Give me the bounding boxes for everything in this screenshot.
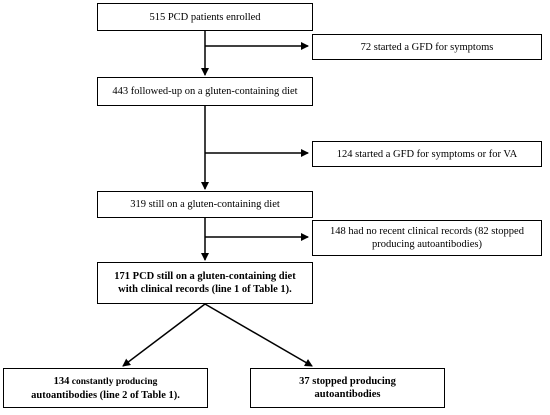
box-gfd-symptoms-text: 72 started a GFD for symptoms — [360, 41, 494, 53]
box-followed-up: 443 followed-up on a gluten-containing d… — [97, 77, 313, 106]
box-constant-line2: autoantibodies (line 2 of Table 1). — [31, 389, 180, 401]
box-with-records: 171 PCD still on a gluten-containing die… — [97, 262, 313, 304]
arrow-to-constant — [122, 303, 206, 367]
box-constant-line1: 134 constantly producing — [54, 375, 158, 389]
box-enrolled-text: 515 PCD patients enrolled — [149, 11, 261, 23]
box-enrolled: 515 PCD patients enrolled — [97, 3, 313, 31]
box-with-records-line1: 171 PCD still on a gluten-containing die… — [114, 271, 296, 282]
box-gfd-symptoms: 72 started a GFD for symptoms — [312, 34, 542, 60]
arrow-to-stopped — [204, 303, 313, 367]
box-stopped-line1: 37 stopped producing — [299, 376, 396, 387]
box-no-records: 148 had no recent clinical records (82 s… — [312, 220, 542, 256]
box-no-records-line1: 148 had no recent clinical records (82 s… — [330, 226, 524, 237]
box-with-records-line2: with clinical records (line 1 of Table 1… — [118, 284, 292, 295]
box-constant: 134 constantly producing autoantibodies … — [3, 368, 208, 408]
box-no-records-line2: producing autoantibodies) — [372, 239, 482, 250]
box-followed-up-text: 443 followed-up on a gluten-containing d… — [112, 86, 298, 97]
box-gfd-symptoms-va-text: 124 started a GFD for symptoms or for VA — [336, 148, 518, 160]
box-stopped: 37 stopped producing autoantibodies — [250, 368, 445, 408]
box-constant-count: 134 — [53, 375, 70, 387]
box-still-gluten: 319 still on a gluten-containing diet — [97, 191, 313, 218]
box-stopped-line2: autoantibodies — [314, 389, 381, 400]
box-still-gluten-text: 319 still on a gluten-containing diet — [130, 199, 280, 210]
box-constant-line1-text: constantly producing — [69, 376, 158, 387]
box-gfd-symptoms-va: 124 started a GFD for symptoms or for VA — [312, 141, 542, 167]
